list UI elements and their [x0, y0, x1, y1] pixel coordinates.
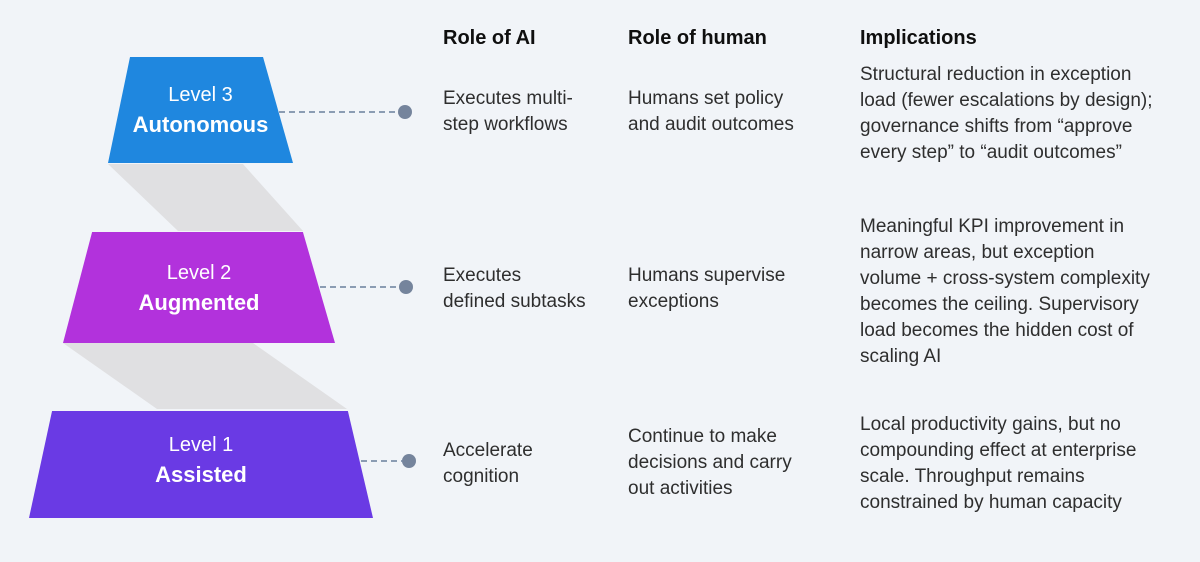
connector-dot-icon [399, 280, 413, 294]
level-1-name: Level 1 [168, 433, 234, 456]
level-2-role-of-human: Humans supervise exceptions [628, 265, 786, 312]
level-1-role-of-ai: Accelerate cognition [443, 440, 533, 487]
level-1-implications: Local productivity gains, but no compoun… [860, 414, 1137, 513]
level-1-role-of-human: Continue to make decisions and carry out… [628, 426, 792, 499]
connector-dot-icon [398, 105, 412, 119]
column-header-implications: Implications [860, 27, 977, 49]
level-2-role-of-ai: Executes defined subtasks [443, 265, 586, 312]
pyramid-shadow-upper [108, 164, 303, 231]
pyramid-level-1: Level 1 Assisted [29, 411, 373, 518]
level-3-label: Level 3 Autonomous [133, 81, 269, 139]
pyramid-level-3: Level 3 Autonomous [108, 57, 293, 163]
level-1-label: Level 1 Assisted [155, 431, 247, 489]
connector-dot-icon [402, 454, 416, 468]
level-3-implications: Structural reduction in exception load (… [860, 64, 1153, 163]
level-3-title: Autonomous [132, 112, 269, 137]
pyramid-shadow-lower [63, 343, 347, 409]
level-1-title: Assisted [155, 461, 247, 487]
column-header-role-of-ai: Role of AI [443, 27, 536, 49]
level-3-role-of-ai: Executes multi- step workflows [443, 88, 573, 135]
pyramid-level-2: Level 2 Augmented [63, 232, 335, 343]
connector-line-level-1 [361, 460, 402, 462]
level-2-implications: Meaningful KPI improvement in narrow are… [860, 216, 1150, 367]
level-2-label: Level 2 Augmented [139, 259, 260, 317]
connector-line-level-3 [279, 111, 398, 113]
column-header-role-of-human: Role of human [628, 27, 767, 49]
level-3-role-of-human: Humans set policy and audit outcomes [628, 88, 794, 135]
connector-line-level-2 [320, 286, 399, 288]
level-3-name: Level 3 [168, 84, 233, 106]
level-2-title: Augmented [138, 289, 260, 315]
level-2-name: Level 2 [166, 261, 232, 284]
